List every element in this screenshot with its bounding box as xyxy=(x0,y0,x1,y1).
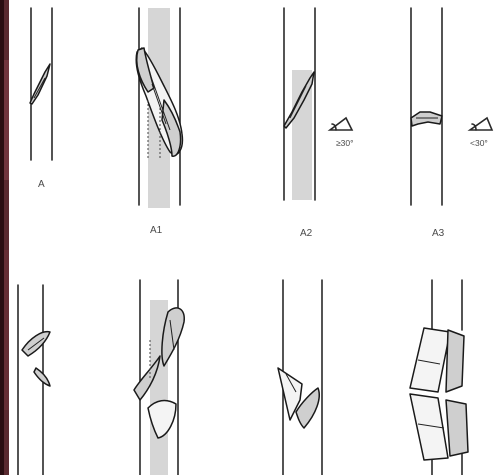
panel-a3-angle: <30° xyxy=(470,138,488,148)
panel-a-label: A xyxy=(38,179,45,190)
panel-b1-diagram xyxy=(134,280,184,475)
angle-icon-a2 xyxy=(330,118,352,130)
panel-a1-label: A1 xyxy=(150,225,163,236)
left-photo-strip xyxy=(0,0,9,475)
panel-a2-angle: ≥30° xyxy=(336,138,354,148)
angle-icon-a3 xyxy=(470,118,492,130)
panel-b-diagram xyxy=(18,285,50,475)
panel-a3-label: A3 xyxy=(432,228,445,239)
panel-a2-label: A2 xyxy=(300,228,313,239)
panel-a2-diagram xyxy=(284,8,315,200)
panel-a1-diagram xyxy=(136,8,182,208)
panel-a-diagram xyxy=(30,8,52,160)
panel-b3-diagram xyxy=(410,280,468,475)
panel-a3-diagram xyxy=(411,8,442,205)
panel-b2-diagram xyxy=(278,280,322,475)
